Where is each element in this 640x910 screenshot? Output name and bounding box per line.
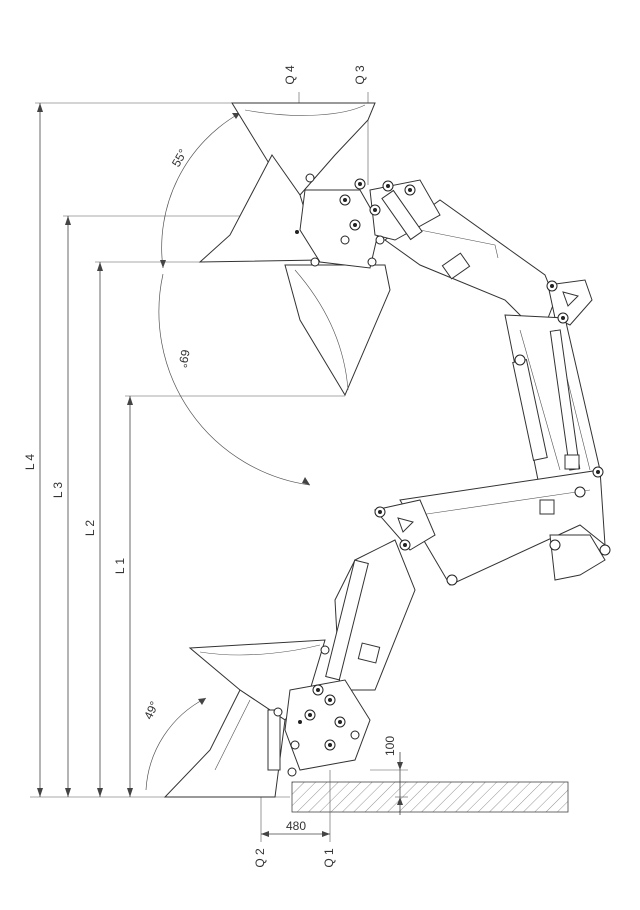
reach-dimension-value: 480 [286,819,306,833]
ground-hatch [291,781,569,813]
angle-arcs [145,112,311,791]
reference-label-q1: Q 1 [322,848,336,868]
dimension-label-l2: L 2 [83,520,97,537]
bottom-reference-lines [260,770,331,842]
angle-label-top-rollback: 55° [169,146,190,169]
dimension-label-l4: L 4 [23,454,37,471]
dig-depth-value: 100 [383,736,397,756]
reference-label-q3: Q 3 [353,65,367,85]
lowered-bucket-assembly [163,639,371,798]
angle-label-top-dump: 69° [175,349,192,370]
height-dimensions [30,102,345,798]
dimension-label-l3: L 3 [51,482,65,499]
reference-label-q2: Q 2 [253,848,267,868]
dig-depth-dimension [370,752,408,815]
reference-label-q4: Q 4 [283,65,297,85]
dimension-label-l1: L 1 [113,558,127,575]
angle-label-ground-dump: 49° [141,699,161,722]
raised-bucket-assembly [198,102,441,397]
raised-loader-arm [325,199,611,691]
